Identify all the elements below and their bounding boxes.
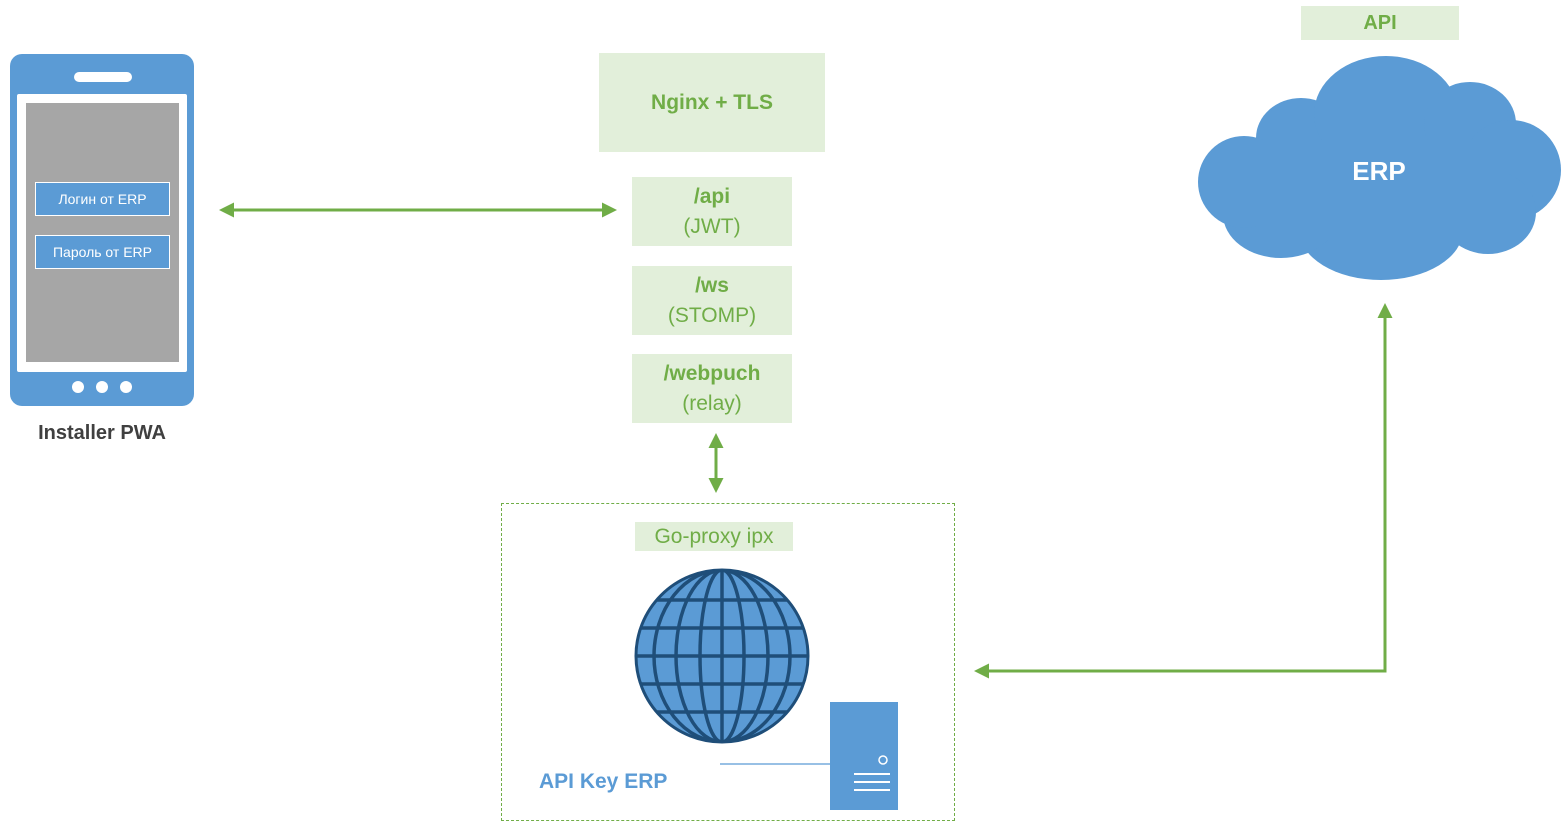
route-api-detail: (JWT) xyxy=(683,214,741,238)
cloud-icon xyxy=(1198,56,1561,280)
phone-button-right xyxy=(120,381,132,393)
api-label-box: API xyxy=(1301,6,1459,40)
arrow-proxy-to-erp xyxy=(974,303,1393,679)
go-proxy-frame xyxy=(501,503,955,821)
route-webpuch-box: /webpuch (relay) xyxy=(632,354,792,423)
password-field[interactable]: Пароль от ERP xyxy=(35,235,170,269)
erp-cloud-label: ERP xyxy=(1352,156,1406,186)
route-api-box: /api (JWT) xyxy=(632,177,792,246)
go-proxy-title: Go-proxy ipx xyxy=(654,524,774,548)
route-webpuch-detail: (relay) xyxy=(682,391,742,415)
phone-button-center xyxy=(96,381,108,393)
phone-screen xyxy=(26,103,179,362)
login-field[interactable]: Логин от ERP xyxy=(35,182,170,216)
nginx-tls-box: Nginx + TLS xyxy=(599,53,825,152)
api-key-erp-label: API Key ERP xyxy=(539,770,668,793)
phone-speaker xyxy=(74,72,132,82)
route-ws-box: /ws (STOMP) xyxy=(632,266,792,335)
route-webpuch-path: /webpuch xyxy=(663,361,761,385)
installer-pwa-caption: Installer PWA xyxy=(38,422,166,444)
globe-icon xyxy=(634,568,810,744)
route-ws-detail: (STOMP) xyxy=(667,303,757,327)
nginx-tls-label: Nginx + TLS xyxy=(651,90,773,114)
phone-button-left xyxy=(72,381,84,393)
go-proxy-title-box: Go-proxy ipx xyxy=(635,522,793,551)
api-label: API xyxy=(1363,12,1397,34)
route-ws-path: /ws xyxy=(695,273,729,297)
route-api-path: /api xyxy=(693,184,731,208)
server-icon xyxy=(720,702,898,810)
